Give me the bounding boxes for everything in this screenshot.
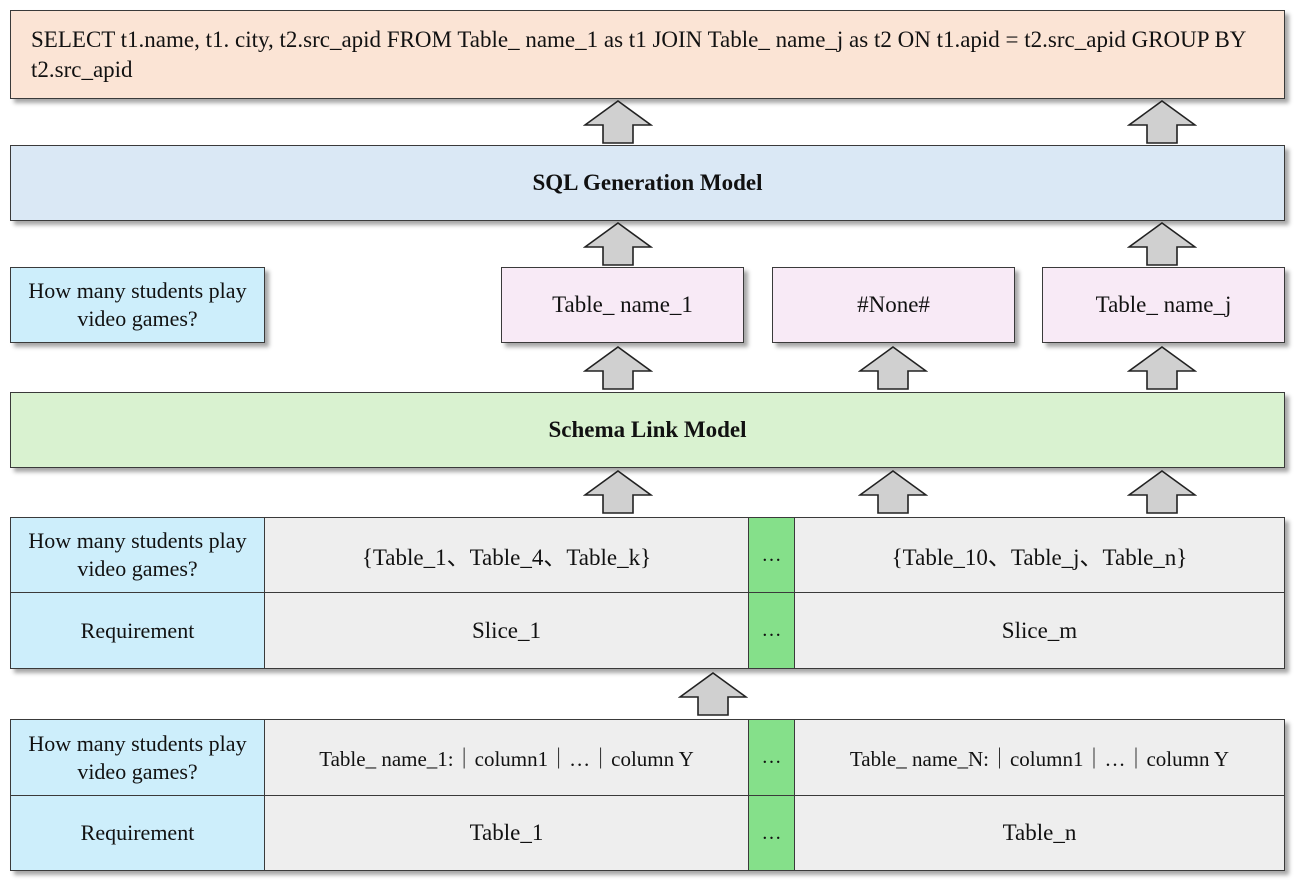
requirement-cell: Requirement	[11, 593, 265, 668]
linked-table-box: Table_ name_j	[1042, 267, 1285, 343]
up-arrow-icon	[583, 99, 653, 145]
up-arrow-icon	[583, 469, 653, 515]
slice-tables-text: {Table_10、Table_j、Table_n}	[891, 545, 1188, 570]
question-text: How many students play video games?	[28, 528, 247, 581]
schema-link-model: Schema Link Model	[10, 392, 1285, 468]
linked-table-box: Table_ name_1	[501, 267, 744, 343]
up-arrow-icon	[1127, 345, 1197, 391]
ellipsis-text: …	[761, 619, 782, 641]
linked-table-label: Table_ name_j	[1095, 292, 1232, 317]
ellipsis-cell: …	[749, 593, 795, 668]
linked-table-label: #None#	[857, 292, 930, 317]
tables-grid: How many students play video games? Tabl…	[10, 719, 1285, 871]
slice-tables-cell: {Table_10、Table_j、Table_n}	[795, 518, 1284, 593]
slice-name-text: Slice_m	[1001, 617, 1078, 643]
table-name-text: Table_n	[1002, 820, 1077, 845]
slice-name-text: Slice_1	[472, 617, 541, 643]
requirement-cell: Requirement	[11, 796, 265, 870]
table-schema-cell: Table_ name_N:｜column1｜…｜column Y	[795, 720, 1284, 796]
table-question-cell: How many students play video games?	[11, 720, 265, 796]
sql-generation-model: SQL Generation Model	[10, 145, 1285, 221]
up-arrow-icon	[678, 671, 748, 717]
slice-name-cell: Slice_m	[795, 593, 1284, 668]
linked-table-box: #None#	[772, 267, 1015, 343]
question-box: How many students play video games?	[10, 267, 265, 343]
question-text: How many students play video games?	[28, 730, 247, 784]
linked-table-label: Table_ name_1	[552, 292, 693, 317]
slice-name-cell: Slice_1	[265, 593, 749, 668]
up-arrow-icon	[583, 345, 653, 391]
table-name-cell: Table_n	[795, 796, 1284, 870]
question-text: How many students play video games?	[28, 278, 247, 331]
up-arrow-icon	[858, 345, 928, 391]
requirement-text: Requirement	[80, 820, 195, 845]
table-schema-text: Table_ name_1:｜column1｜…｜column Y	[319, 746, 694, 771]
table-schema-cell: Table_ name_1:｜column1｜…｜column Y	[265, 720, 749, 796]
slice-question-cell: How many students play video games?	[11, 518, 265, 593]
up-arrow-icon	[583, 221, 653, 267]
slice-tables-text: {Table_1、Table_4、Table_k}	[361, 545, 652, 570]
table-name-text: Table_1	[469, 820, 544, 845]
ellipsis-text: …	[761, 543, 782, 566]
requirement-text: Requirement	[80, 617, 195, 643]
sql-output-text: SELECT t1.name, t1. city, t2.src_apid FR…	[31, 27, 1246, 82]
ellipsis-cell: …	[749, 720, 795, 796]
slice-tables-cell: {Table_1、Table_4、Table_k}	[265, 518, 749, 593]
sql-output-box: SELECT t1.name, t1. city, t2.src_apid FR…	[10, 10, 1285, 99]
slices-grid: How many students play video games? {Tab…	[10, 517, 1285, 669]
sql-generation-model-label: SQL Generation Model	[532, 170, 763, 195]
ellipsis-cell: …	[749, 518, 795, 593]
up-arrow-icon	[858, 469, 928, 515]
schema-link-model-label: Schema Link Model	[548, 417, 747, 442]
up-arrow-icon	[1127, 469, 1197, 515]
up-arrow-icon	[1127, 221, 1197, 267]
table-schema-text: Table_ name_N:｜column1｜…｜column Y	[849, 746, 1230, 771]
up-arrow-icon	[1127, 99, 1197, 145]
ellipsis-text: …	[761, 746, 782, 768]
table-name-cell: Table_1	[265, 796, 749, 870]
ellipsis-cell: …	[749, 796, 795, 870]
ellipsis-text: …	[761, 821, 782, 844]
